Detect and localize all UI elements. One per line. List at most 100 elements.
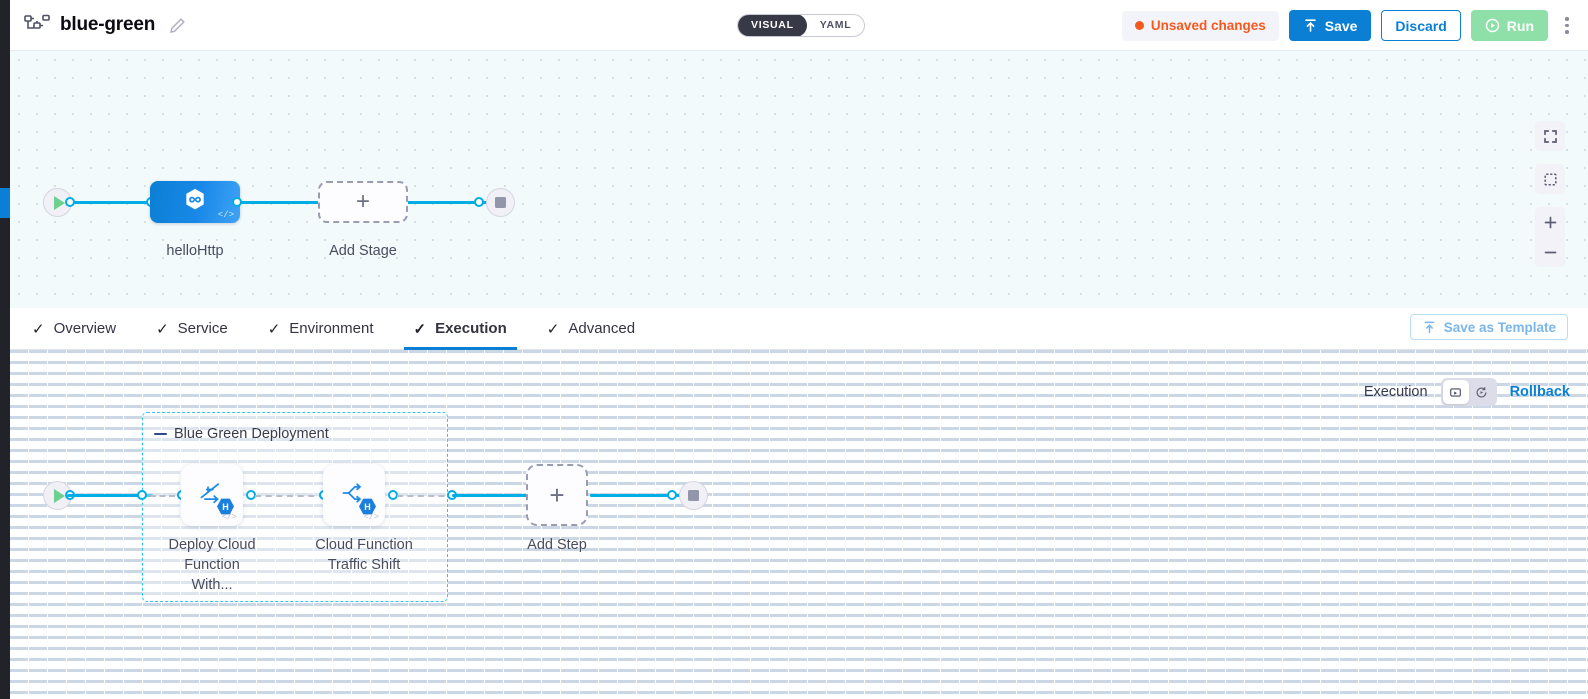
- zoom-control-card: [1535, 207, 1565, 267]
- left-nav-rail: [0, 0, 10, 699]
- tab-execution-label: Execution: [435, 320, 507, 337]
- add-step-button[interactable]: +: [526, 464, 588, 526]
- tab-advanced-label: Advanced: [568, 320, 636, 337]
- left-nav-rail-active-indicator: [0, 188, 10, 218]
- upload-icon: [1303, 18, 1318, 33]
- end-node[interactable]: [486, 188, 515, 217]
- step-label-cloud-function-traffic-shift: Cloud Function Traffic Shift: [304, 535, 424, 575]
- code-badge-icon: </>: [363, 512, 379, 522]
- fullscreen-control-card: [1535, 121, 1565, 151]
- fullscreen-button[interactable]: [1535, 121, 1565, 151]
- end-node-port: [474, 197, 484, 207]
- discard-button[interactable]: Discard: [1381, 10, 1461, 41]
- edge-addstep-to-end: [590, 494, 682, 497]
- save-button[interactable]: Save: [1288, 10, 1372, 41]
- harness-step-badge-icon: H: [217, 498, 234, 515]
- code-badge-icon: </>: [217, 210, 234, 220]
- execution-rollback-toggle: Execution Rollback: [1364, 378, 1570, 406]
- step-group-title: Blue Green Deployment: [154, 426, 329, 442]
- run-button[interactable]: Run: [1470, 10, 1548, 41]
- step-label-line2: Function With...: [184, 557, 240, 593]
- pipeline-studio-tabs: ✓ Overview ✓ Service ✓ Environment ✓ Exe…: [10, 308, 1588, 350]
- tab-execution[interactable]: ✓ Execution: [403, 308, 518, 350]
- save-button-label: Save: [1324, 17, 1358, 34]
- edge-start-to-group: [67, 494, 153, 497]
- header-actions: Unsaved changes Save Discard Run: [1121, 0, 1588, 51]
- stage-canvas[interactable]: </> helloHttp + Add Stage: [10, 51, 1588, 308]
- stage-label-hellohttp: helloHttp: [166, 243, 224, 259]
- zoom-in-button[interactable]: [1535, 207, 1565, 237]
- play-circle-icon: [1485, 18, 1500, 33]
- stage-out-port: [232, 197, 242, 207]
- check-icon: ✓: [267, 320, 281, 338]
- code-badge-icon: </>: [221, 512, 237, 522]
- unsaved-dot-icon: [1134, 21, 1144, 30]
- step-node-deploy-cloud-function[interactable]: H </>: [181, 464, 243, 526]
- edge-stage-to-addstage: [238, 201, 323, 204]
- play-icon: [53, 195, 65, 210]
- add-stage-label: Add Stage: [329, 243, 397, 259]
- stop-icon: [688, 490, 699, 501]
- add-stage-button[interactable]: +: [318, 181, 408, 223]
- add-step-label: Add Step: [527, 537, 587, 553]
- toggle-yaml[interactable]: YAML: [819, 19, 852, 31]
- rollback-link[interactable]: Rollback: [1509, 384, 1570, 400]
- canvas-controls: [1535, 121, 1565, 267]
- app-header: blue-green VISUAL YAML Unsaved changes S…: [10, 0, 1588, 51]
- pencil-icon[interactable]: [169, 17, 186, 34]
- edge-addstage-to-end: [403, 201, 493, 204]
- discard-button-label: Discard: [1395, 17, 1447, 34]
- check-icon: ✓: [413, 320, 427, 338]
- save-as-template-label: Save as Template: [1443, 319, 1556, 335]
- traffic-shift-icon: [339, 478, 369, 513]
- execution-end-port: [667, 490, 677, 500]
- tab-environment[interactable]: ✓ Environment: [268, 308, 374, 350]
- pipeline-icon: [24, 14, 50, 36]
- view-mode-toggle[interactable]: VISUAL YAML: [737, 14, 866, 37]
- execution-canvas[interactable]: Execution Rollback Blue: [10, 350, 1588, 699]
- zoom-out-button[interactable]: [1535, 237, 1565, 267]
- kebab-menu-icon[interactable]: [1558, 13, 1576, 38]
- check-icon: ✓: [156, 320, 169, 338]
- tab-overview-label: Overview: [53, 320, 117, 337]
- execution-end-node[interactable]: [679, 481, 708, 510]
- template-upload-icon: [1422, 320, 1437, 335]
- check-icon: ✓: [32, 320, 45, 338]
- check-icon: ✓: [546, 320, 560, 338]
- deploy-cloud-function-icon: [197, 478, 227, 513]
- unsaved-changes-badge: Unsaved changes: [1121, 10, 1279, 41]
- header-left-group: blue-green: [10, 14, 186, 36]
- edge-group-to-addstep: [452, 494, 536, 497]
- step-label-line2: Traffic Shift: [327, 557, 401, 573]
- group-in-port: [137, 490, 147, 500]
- execution-mode-button[interactable]: [1442, 380, 1469, 404]
- rollback-mode-button[interactable]: [1469, 380, 1495, 404]
- toggle-visual[interactable]: VISUAL: [738, 15, 807, 36]
- step-label-line1: Deploy Cloud: [168, 537, 256, 553]
- execution-toggle-label: Execution: [1363, 384, 1428, 400]
- harness-step-badge-icon: H: [359, 498, 376, 515]
- fit-to-screen-button[interactable]: [1535, 164, 1565, 194]
- edge-group-to-step1: [150, 495, 194, 497]
- step-node-cloud-function-traffic-shift[interactable]: H </>: [323, 464, 385, 526]
- step-group-title-label: Blue Green Deployment: [174, 426, 329, 442]
- tab-environment-label: Environment: [289, 320, 374, 337]
- tab-overview[interactable]: ✓ Overview: [32, 308, 116, 350]
- play-icon: [53, 488, 65, 503]
- run-button-label: Run: [1506, 17, 1534, 34]
- page-title: blue-green: [60, 14, 156, 35]
- stage-node-hellohttp[interactable]: </>: [150, 181, 240, 223]
- harness-infinity-icon: [182, 187, 208, 218]
- edge-step1-to-step2: [255, 495, 325, 497]
- collapse-dash-icon[interactable]: [154, 432, 167, 436]
- stop-icon: [495, 197, 506, 208]
- tab-advanced[interactable]: ✓ Advanced: [547, 308, 635, 350]
- unsaved-changes-label: Unsaved changes: [1150, 18, 1266, 33]
- step-label-deploy-cloud-function: Deploy Cloud Function With...: [162, 535, 262, 595]
- edge-step2-to-group-out: [397, 495, 455, 497]
- tab-service[interactable]: ✓ Service: [156, 308, 228, 350]
- save-as-template-button[interactable]: Save as Template: [1409, 314, 1568, 340]
- tab-service-label: Service: [177, 320, 228, 337]
- step-label-line1: Cloud Function: [315, 537, 413, 553]
- execution-mode-segmented[interactable]: [1440, 378, 1497, 406]
